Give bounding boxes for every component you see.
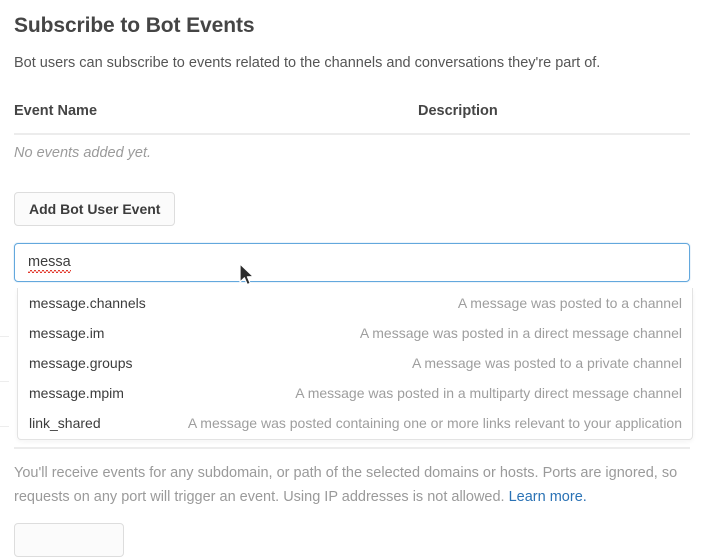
section-divider	[14, 447, 690, 449]
learn-more-link[interactable]: Learn more.	[508, 489, 587, 505]
column-header-event-name: Event Name	[14, 103, 98, 119]
option-event-description: A message was posted to a channel	[457, 295, 682, 311]
option-event-name: message.groups	[29, 355, 133, 371]
event-search-dropdown[interactable]: message.channels A message was posted to…	[17, 288, 693, 440]
background-content-fragment	[0, 381, 9, 382]
option-event-description: A message was posted in a multiparty dir…	[295, 385, 682, 401]
events-table-empty-message: No events added yet.	[14, 145, 152, 161]
option-event-description: A message was posted containing one or m…	[187, 415, 682, 431]
background-content-fragment	[0, 426, 9, 427]
add-bot-user-event-button[interactable]: Add Bot User Event	[14, 192, 176, 226]
subscribe-to-bot-events-page: Subscribe to Bot Events Bot users can su…	[0, 14, 693, 557]
column-header-description: Description	[418, 103, 498, 119]
option-event-name: message.channels	[29, 295, 146, 311]
footer-button[interactable]	[14, 523, 124, 557]
footer-help-copy: You'll receive events for any subdomain,…	[14, 465, 678, 505]
option-event-description: A message was posted in a direct message…	[359, 325, 682, 341]
page-subtitle: Bot users can subscribe to events relate…	[14, 55, 601, 71]
dropdown-option-link-shared[interactable]: link_shared A message was posted contain…	[18, 408, 692, 438]
page-title: Subscribe to Bot Events	[14, 14, 255, 37]
dropdown-option-message-im[interactable]: message.im A message was posted in a dir…	[18, 318, 692, 348]
footer-help-text: You'll receive events for any subdomain,…	[14, 461, 692, 509]
event-search-input-value: messa	[28, 254, 71, 273]
spellcheck-underlined-text: messa	[28, 254, 71, 273]
dropdown-option-message-groups[interactable]: message.groups A message was posted to a…	[18, 348, 692, 378]
background-content-fragment	[0, 336, 9, 337]
dropdown-option-message-mpim[interactable]: message.mpim A message was posted in a m…	[18, 378, 692, 408]
option-event-description: A message was posted to a private channe…	[411, 355, 682, 371]
dropdown-option-message-channels[interactable]: message.channels A message was posted to…	[18, 288, 692, 318]
events-table-header: Event Name Description	[14, 103, 690, 135]
option-event-name: message.mpim	[29, 385, 124, 401]
option-event-name: message.im	[29, 325, 105, 341]
option-event-name: link_shared	[29, 415, 101, 431]
event-search-input[interactable]: messa	[14, 243, 690, 282]
